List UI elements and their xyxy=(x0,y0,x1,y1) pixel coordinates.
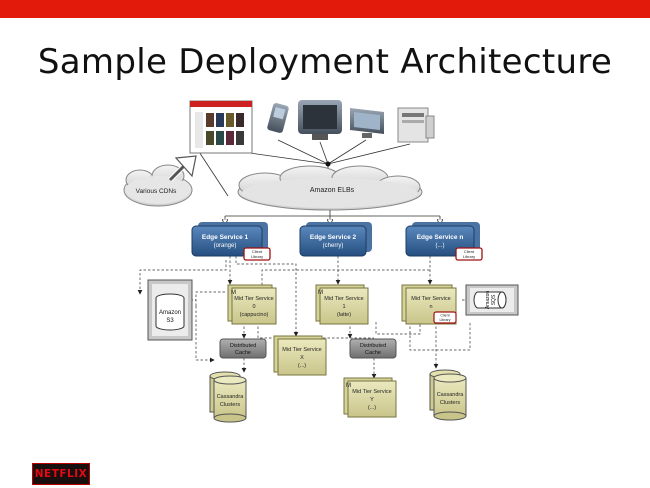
client-library-badge xyxy=(243,247,271,261)
svg-text:(latte): (latte) xyxy=(337,312,351,318)
tv-icon xyxy=(298,100,342,140)
edge-service-n: Edge Service n (...) Client Library xyxy=(405,222,483,261)
netflix-logo: NETFLIX xyxy=(32,463,90,485)
svg-text:Clusters: Clusters xyxy=(220,402,240,408)
svg-text:Library: Library xyxy=(463,254,475,259)
svg-text:0: 0 xyxy=(252,304,255,310)
cdn-arrow xyxy=(168,155,197,182)
svg-text:(...): (...) xyxy=(436,243,445,249)
svg-text:M: M xyxy=(318,290,323,296)
svg-text:(...): (...) xyxy=(368,405,376,411)
svg-text:Mid Tier Service: Mid Tier Service xyxy=(324,296,363,302)
svg-text:Library: Library xyxy=(440,318,451,322)
svg-text:(...): (...) xyxy=(298,363,306,369)
svg-text:Edge Service 2: Edge Service 2 xyxy=(310,234,357,241)
slide-title: Sample Deployment Architecture xyxy=(37,42,613,82)
mid-tier-service-x: Mid Tier Service X (...) xyxy=(273,335,327,376)
svg-text:Edge Service 1: Edge Service 1 xyxy=(202,234,249,241)
svg-text:Distributed: Distributed xyxy=(230,343,256,349)
game-console-icon xyxy=(397,107,435,143)
svg-text:Y: Y xyxy=(370,397,374,403)
svg-text:Cache: Cache xyxy=(235,350,251,356)
service-connectors xyxy=(137,256,473,379)
mid-tier-service-y: M Mid Tier Service Y (...) xyxy=(343,377,397,418)
svg-text:Amazon: Amazon xyxy=(159,310,181,316)
svg-text:Cache: Cache xyxy=(365,350,381,356)
cdn-cloud: Various CDNs xyxy=(123,164,193,207)
svg-text:n: n xyxy=(429,304,432,310)
svg-text:Mid Tier Service: Mid Tier Service xyxy=(282,347,321,353)
mobile-phone-icon xyxy=(267,103,289,133)
edge-service-1: Edge Service 1 (orange) Client Library xyxy=(191,222,271,261)
svg-text:M: M xyxy=(231,290,236,296)
elb-label: Amazon ELBs xyxy=(310,187,355,194)
monitor-icon xyxy=(350,108,384,138)
svg-text:SQS: SQS xyxy=(491,294,497,305)
svg-text:Cassandra: Cassandra xyxy=(217,394,245,400)
svg-text:S3: S3 xyxy=(166,318,174,324)
svg-text:Mid Tier Service: Mid Tier Service xyxy=(234,296,273,302)
amazon-s3-box: Amazon S3 xyxy=(147,279,193,341)
cdn-label: Various CDNs xyxy=(136,188,177,195)
distributed-cache-1: Distributed Cache xyxy=(219,338,267,359)
svg-text:Client: Client xyxy=(464,249,475,254)
top-red-bar xyxy=(0,0,650,18)
svg-text:Library: Library xyxy=(251,254,263,259)
distributed-cache-2: Distributed Cache xyxy=(349,338,397,359)
svg-text:Clusters: Clusters xyxy=(440,400,460,406)
elb-cloud: Amazon ELBs xyxy=(237,165,423,211)
amazon-sqs-box: Amazon SQS xyxy=(465,284,519,316)
svg-text:X: X xyxy=(300,355,304,361)
svg-text:Mid Tier Service: Mid Tier Service xyxy=(352,389,391,395)
edge-service-2: Edge Service 2 (cherry) xyxy=(299,222,372,257)
svg-text:Client: Client xyxy=(440,314,449,318)
web-browser-icon xyxy=(189,100,253,154)
client-library-badge xyxy=(455,247,483,261)
svg-text:(orange): (orange) xyxy=(214,243,237,249)
netflix-logo-text: NETFLIX xyxy=(34,468,88,480)
elb-connectors xyxy=(225,210,440,222)
cassandra-cluster-1: Cassandra Clusters xyxy=(209,371,247,423)
cassandra-cluster-2: Cassandra Clusters xyxy=(429,369,467,421)
mid-tier-service-n: Mid Tier Service n Client Library xyxy=(401,284,457,325)
svg-text:Client: Client xyxy=(252,249,263,254)
svg-text:Mid Tier Service: Mid Tier Service xyxy=(411,296,450,302)
junction-dot xyxy=(325,161,331,167)
mid-tier-service-0: M Mid Tier Service 0 (cappucino) xyxy=(227,284,277,325)
svg-text:M: M xyxy=(346,383,351,389)
svg-text:(cherry): (cherry) xyxy=(323,243,344,249)
svg-text:1: 1 xyxy=(342,304,345,310)
svg-text:Distributed: Distributed xyxy=(360,343,386,349)
svg-text:Amazon: Amazon xyxy=(485,291,491,310)
svg-text:Edge Service n: Edge Service n xyxy=(417,234,464,241)
client-library-badge xyxy=(433,311,457,324)
svg-text:(cappucino): (cappucino) xyxy=(240,312,269,318)
mid-tier-service-1: M Mid Tier Service 1 (latte) xyxy=(315,284,369,325)
svg-text:Cassandra: Cassandra xyxy=(437,392,465,398)
